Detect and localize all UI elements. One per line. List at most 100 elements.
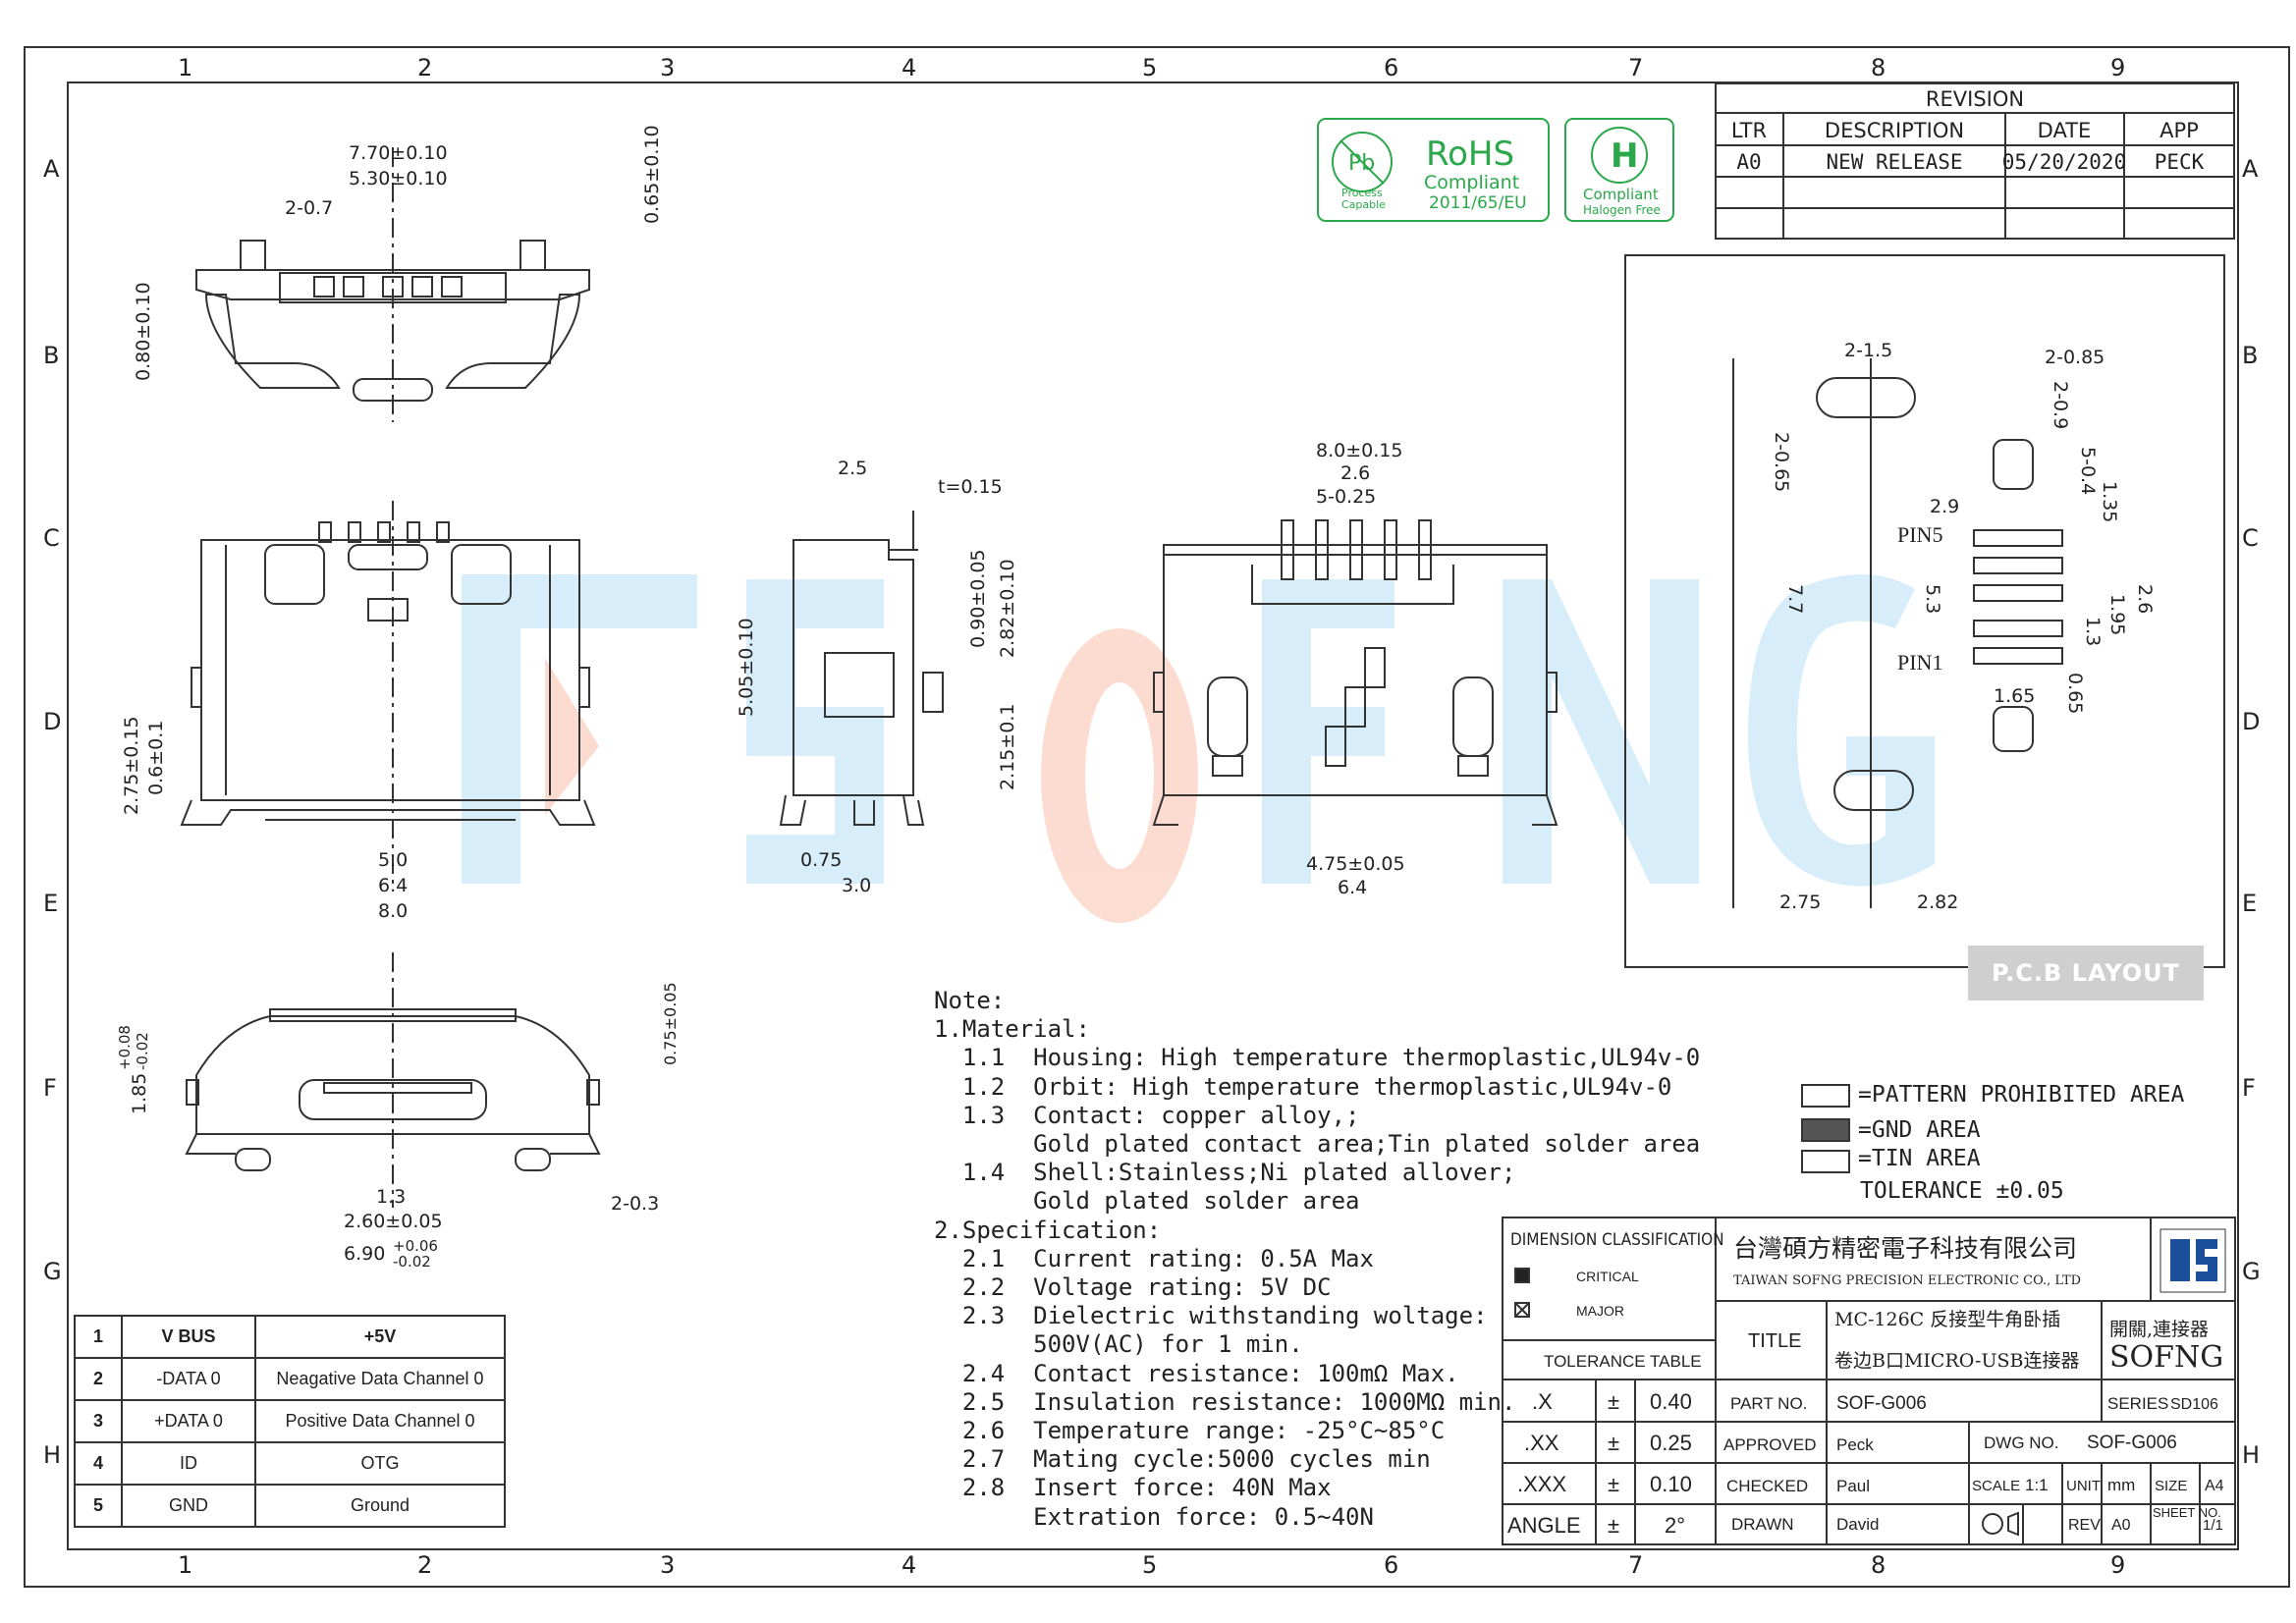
- size-value: A4: [2205, 1478, 2224, 1494]
- legend-tolerance: TOLERANCE ±0.05: [1860, 1178, 2064, 1204]
- dim-bottom-690-plus: +0.06: [393, 1237, 438, 1255]
- tol-xxx-label: .XXX: [1517, 1472, 1566, 1496]
- pcb-dim-2-09: 2-0.9: [2050, 381, 2071, 429]
- note-line: 1.1 Housing: High temperature thermoplas…: [934, 1044, 1701, 1072]
- company-name-cn: 台灣碩方精密電子科技有限公司: [1733, 1234, 2077, 1263]
- unit-label: UNIT: [2066, 1478, 2101, 1494]
- pin-cell: +5V: [254, 1315, 506, 1359]
- scale-label: SCALE: [1972, 1478, 2020, 1494]
- dimension-labels: 7.70±0.10 5.30±0.10 2-0.7 0.65±0.10 0.80…: [116, 125, 2156, 1271]
- zone-column-3-top: 3: [660, 54, 676, 81]
- dim-rear-80: 8.0±0.15: [1316, 440, 1402, 461]
- dim-top-2-07: 2-0.7: [285, 197, 333, 219]
- note-line: 2.5 Insulation resistance: 1000MΩ min.: [934, 1387, 1516, 1416]
- zone-column-3-bottom: 3: [660, 1551, 676, 1579]
- tol-xx-label: .XX: [1524, 1431, 1559, 1455]
- pattern-prohibited-swatch: [1801, 1084, 1850, 1108]
- dwg-no-value: SOF-G006: [2087, 1433, 2177, 1453]
- pcb-dim-2-15: 2-1.5: [1844, 340, 1892, 361]
- pb-capable: Capable: [1341, 198, 1386, 211]
- note-line: Note:: [934, 987, 1006, 1014]
- pin-cell: ID: [121, 1441, 256, 1486]
- halogen-h-text: H: [1611, 136, 1638, 176]
- tol-xx-value: 0.25: [1650, 1431, 1692, 1455]
- part-no-label: PART NO.: [1730, 1394, 1807, 1413]
- dim-rear-475: 4.75±0.05: [1306, 853, 1405, 875]
- sheet-no-value: 1/1: [2203, 1517, 2223, 1534]
- sofng-logo-icon: [2159, 1228, 2226, 1293]
- dim-front-50: 5.0: [378, 849, 408, 871]
- pin-cell: 2: [74, 1357, 123, 1401]
- zone-row-E-right: E: [2242, 890, 2258, 917]
- note-line: Extration force: 0.5~40N: [934, 1502, 1374, 1531]
- drawn-value: David: [1836, 1515, 1879, 1534]
- pin-cell: 3: [74, 1399, 123, 1443]
- zone-row-G-left: G: [43, 1258, 62, 1285]
- zone-column-4-bottom: 4: [902, 1551, 917, 1579]
- rev-label: REV: [2068, 1517, 2101, 1534]
- pin-cell: GND: [121, 1484, 256, 1528]
- zone-row-H-right: H: [2242, 1441, 2261, 1469]
- dim-bottom-185: 1.85: [129, 1073, 150, 1114]
- tol-x-value: 0.40: [1650, 1389, 1692, 1414]
- tol-xx-pm: ±: [1608, 1431, 1619, 1455]
- zone-column-7-bottom: 7: [1628, 1551, 1644, 1579]
- drawn-label: DRAWN: [1731, 1515, 1794, 1534]
- note-line: Gold plated solder area: [934, 1187, 1360, 1216]
- pb-process: Process: [1341, 187, 1383, 199]
- zone-column-8-bottom: 8: [1871, 1551, 1886, 1579]
- pb-icon: [1332, 132, 1393, 192]
- note-line: 500V(AC) for 1 min.: [934, 1330, 1303, 1359]
- note-line: 1.3 Contact: copper alloy,;: [934, 1101, 1360, 1129]
- note-line: 2.1 Current rating: 0.5A Max: [934, 1244, 1374, 1272]
- note-line: 2.4 Contact resistance: 100mΩ Max.: [934, 1359, 1459, 1387]
- title-label: TITLE: [1748, 1330, 1801, 1352]
- halogen-free-icon: [1591, 127, 1648, 184]
- note-line: 2.7 Mating cycle:5000 cycles min: [934, 1445, 1431, 1474]
- dim-side-075: 0.75: [800, 849, 842, 871]
- zone-row-C-left: C: [43, 524, 60, 552]
- note-line: 2.2 Voltage rating: 5V DC: [934, 1273, 1332, 1302]
- dim-side-215: 2.15±0.1: [997, 704, 1018, 790]
- sofng-watermark: [462, 574, 1935, 923]
- checked-value: Paul: [1836, 1477, 1870, 1495]
- note-line: 1.2 Orbit: High temperature thermoplasti…: [934, 1072, 1672, 1101]
- pcb-layout-pads: [1732, 358, 2063, 908]
- zone-column-1-bottom: 1: [178, 1551, 193, 1579]
- dim-bottom-185-minus: -0.02: [134, 1032, 151, 1070]
- zone-row-H-left: H: [43, 1441, 62, 1469]
- gnd-area-swatch: [1801, 1118, 1850, 1142]
- dim-front-275: 2.75±0.15: [121, 716, 142, 815]
- dim-bottom-185-plus: +0.08: [116, 1025, 134, 1070]
- certification-texts: Pb Process Capable RoHS Compliant 2011/6…: [1341, 135, 1661, 217]
- approved-label: APPROVED: [1723, 1435, 1816, 1454]
- note-line: 1.Material:: [934, 1015, 1090, 1044]
- projection-symbol-circle: [1982, 1513, 2003, 1535]
- title-line-1: MC-126C 反接型牛角卧插: [1834, 1309, 2060, 1330]
- tol-x-label: .X: [1532, 1389, 1553, 1414]
- revision-table: [1715, 82, 2235, 240]
- zone-column-8-top: 8: [1871, 54, 1886, 81]
- logo-sofng-text: SOFNG: [2109, 1340, 2223, 1375]
- logo-cn-text: 開關,連接器: [2109, 1319, 2209, 1340]
- title-line-2: 卷边B口MICRO-USB连接器: [1834, 1350, 2079, 1372]
- dim-bottom-075: 0.75±0.05: [661, 982, 680, 1065]
- dim-side-25: 2.5: [838, 458, 867, 479]
- projection-symbol-cone: [2007, 1511, 2019, 1537]
- note-line: 2.8 Insert force: 40N Max: [934, 1474, 1332, 1502]
- dim-rear-64: 6.4: [1338, 877, 1367, 898]
- pcb-dim-275: 2.75: [1779, 892, 1821, 913]
- pcb-dim-26: 2.6: [2134, 584, 2156, 614]
- tol-angle-value: 2°: [1665, 1513, 1685, 1538]
- zone-row-B-right: B: [2242, 342, 2259, 369]
- pcb-dim-29: 2.9: [1930, 496, 1959, 517]
- dim-bottom-2-03: 2-0.3: [611, 1193, 659, 1215]
- drawing-inner-border: [67, 81, 2239, 1550]
- approved-value: Peck: [1836, 1435, 1874, 1454]
- pcb-pin5-label: PIN5: [1897, 522, 1942, 547]
- pin-cell: Ground: [254, 1484, 506, 1528]
